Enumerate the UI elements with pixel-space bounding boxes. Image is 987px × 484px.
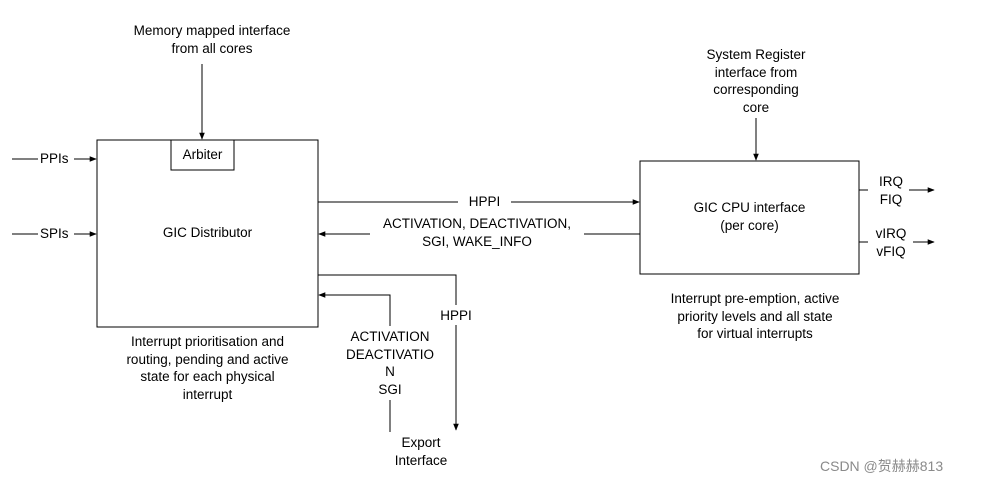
distributor-note-line-1: Interrupt prioritisation and: [130, 334, 285, 349]
gic-distributor-box: [96, 139, 319, 328]
spis-label: SPIs: [40, 226, 69, 241]
activation-export-line-2: DEACTIVATIO: [345, 346, 434, 362]
export-interface-line-2: Interface: [394, 452, 448, 468]
cpu-note-line-3: for virtual interrupts: [697, 326, 813, 341]
system-register-line-1: System Register: [706, 47, 806, 62]
memory-interface-label: Memory mapped interface from all cores: [112, 22, 312, 57]
arbiter-box: [170, 139, 235, 171]
gic-distributor-label: GIC Distributor: [162, 225, 253, 240]
arbiter-label: Arbiter: [182, 147, 223, 162]
memory-interface-line-1: Memory mapped interface: [133, 23, 291, 38]
gic-cpu-interface-line-2: (per core): [720, 217, 779, 233]
gic-cpu-interface-label: GIC CPU interface (per core): [640, 199, 859, 234]
distributor-note-line-4: interrupt: [182, 386, 233, 402]
export-interface-label: Export Interface: [380, 434, 462, 469]
irq-label: IRQ: [878, 174, 903, 189]
activation-export-line-4: SGI: [378, 381, 402, 397]
distributor-note-line-2: routing, pending and active: [126, 351, 289, 367]
gic-cpu-interface-line-1: GIC CPU interface: [693, 200, 806, 215]
distributor-note: Interrupt prioritisation and routing, pe…: [97, 333, 318, 403]
activation-top-line-2: SGI, WAKE_INFO: [422, 233, 532, 249]
system-register-label: System Register interface from correspon…: [676, 46, 836, 116]
virq-label: vIRQ: [875, 226, 907, 241]
activation-export-arrow: [318, 292, 391, 326]
cpu-note-line-2: priority levels and all state: [677, 308, 833, 324]
watermark: CSDN @贺赫赫813: [820, 458, 944, 474]
activation-top-line-1: ACTIVATION, DEACTIVATION,: [382, 216, 571, 231]
gic-cpu-interface-box: [639, 160, 860, 275]
system-register-line-2: interface from: [714, 64, 798, 80]
hppi-export-arrow-top: [318, 274, 457, 305]
activation-export-label: ACTIVATION DEACTIVATIO N SGI: [336, 328, 444, 398]
hppi-export-label: HPPI: [440, 308, 472, 323]
system-register-line-3: corresponding: [713, 82, 799, 97]
activation-top-label: ACTIVATION, DEACTIVATION, SGI, WAKE_INFO: [370, 215, 584, 250]
ppis-label: PPIs: [40, 151, 69, 166]
cpu-note-line-1: Interrupt pre-emption, active: [670, 291, 840, 306]
hppi-top-label: HPPI: [468, 194, 501, 209]
activation-export-line-1: ACTIVATION: [350, 329, 430, 344]
vfiq-label: vFIQ: [876, 244, 906, 259]
fiq-label: FIQ: [879, 192, 903, 207]
activation-export-line-3: N: [385, 364, 395, 379]
export-interface-line-1: Export: [401, 435, 441, 450]
system-register-line-4: core: [742, 99, 770, 115]
cpu-note: Interrupt pre-emption, active priority l…: [640, 290, 870, 343]
distributor-note-line-3: state for each physical: [140, 369, 275, 384]
memory-interface-line-2: from all cores: [171, 40, 253, 56]
